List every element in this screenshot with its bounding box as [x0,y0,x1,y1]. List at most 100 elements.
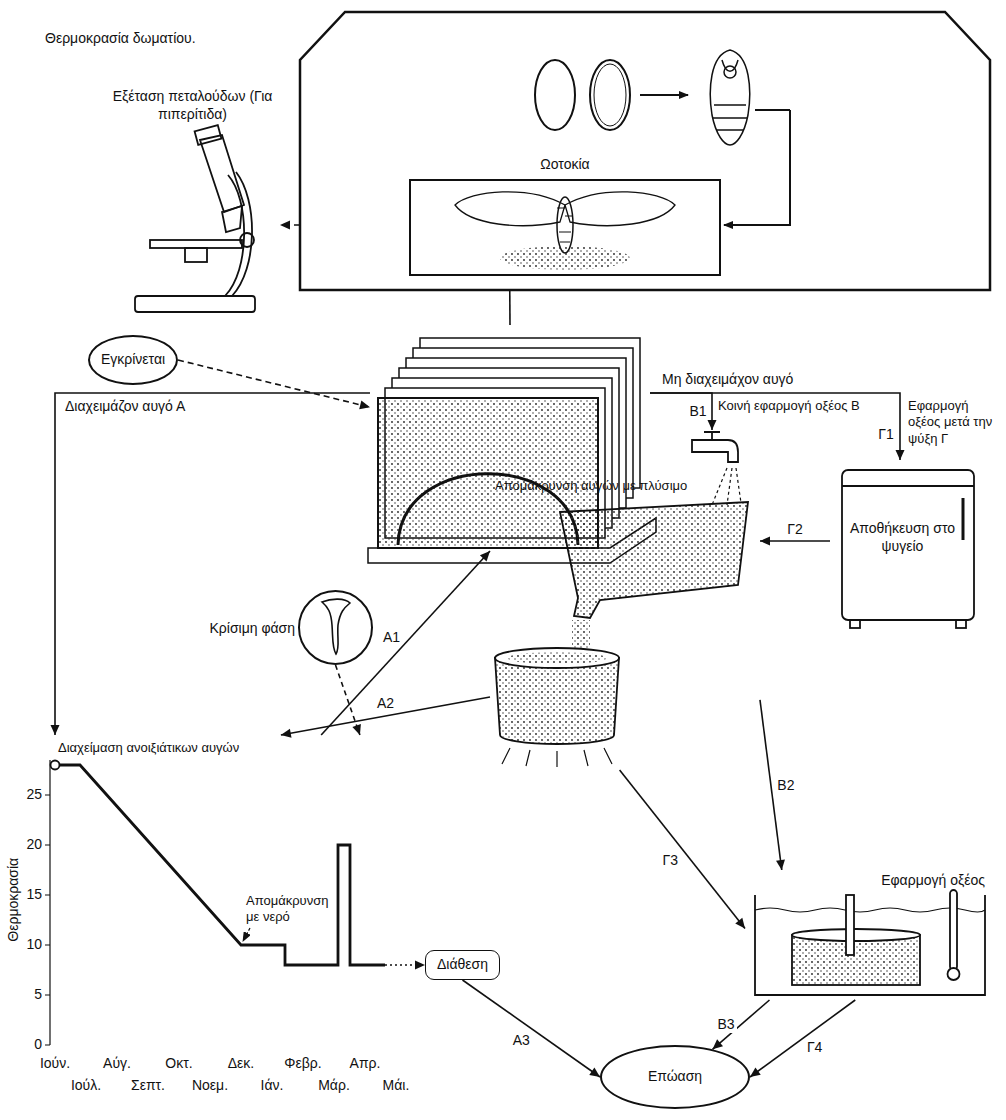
branch-label: Γ3 [661,852,681,869]
flow-connector [178,360,370,409]
node-text: Εγκρίνεται [101,351,165,369]
axis-tick-label: Φεβρ. [284,1055,321,1073]
washing-tray [560,502,748,652]
axis-tick-label: Ιούλ. [71,1077,101,1095]
node-text: Κρίσιμη φάση [195,620,295,638]
temperature-chart [45,760,385,1045]
acid-bath: Εφαρμογή οξέος [745,870,990,1000]
microscope-symbol [135,125,255,312]
axis-tick-label: Μάρ. [318,1077,350,1095]
flow-connector [463,980,601,1077]
embryo-symbol [322,599,350,654]
node-text: Απομάκρυνση αυγών με πλύσιμο [495,478,715,494]
flow-connector [713,1000,770,1049]
node-text: Εφαρμογή οξέος μετά την ψύξη Γ [908,398,998,447]
arrow-head [735,918,745,929]
note-label: Απομάκρυνση με νερό [246,893,338,926]
arrow-head [51,725,60,735]
flow-connector [509,290,510,325]
temperature-chart: Διαχείμαση ανοιξιάτικων αυγών [5,735,385,1110]
note-label: Θερμοκρασία δωματίου. [45,30,196,48]
axis-tick-label: Μάι. [383,1077,410,1095]
branch-label: Β1 [687,403,708,420]
branch-label: Α2 [375,695,396,712]
faucet-symbol [692,432,741,505]
node-text: Αποθήκευση στο ψυγείο [845,520,960,555]
axis-tick-label: 25 [26,786,42,804]
arrow-head [713,1039,724,1049]
axis-tick-label: Ιούν. [40,1055,70,1073]
arrow-head [776,860,785,870]
flow-connector [336,665,361,735]
axis-tick-label: 5 [34,986,42,1004]
flow-connector [321,551,490,735]
sieve-basin [495,648,619,767]
node-text: Μη διαχειμάχον αυγό [662,371,862,389]
flow-connector [650,393,717,430]
moth-box [410,180,720,275]
incubation-ellipse: Επώαση [600,1045,750,1109]
flow-connector [650,393,904,460]
arrow-head [760,537,770,546]
node-text: Εφαρμογή οξέος [855,872,985,890]
branch-label: Γ1 [876,426,896,443]
axis-tick-label: Αύγ. [103,1055,131,1073]
arrow-head [895,450,904,460]
node-text: Επώαση [648,1068,702,1086]
house-outline [300,12,990,290]
arrow-head [589,1068,600,1077]
arrow-head [415,960,425,969]
arrow-head [750,1067,761,1077]
arrow-head [359,400,370,409]
axis-tick-label: Σεπτ. [131,1077,165,1095]
branch-label: Γ4 [805,1039,825,1056]
branch-label: Α1 [381,629,402,646]
flow-connector [280,220,300,229]
arrow-head [281,729,292,738]
node-text: Κοινή εφαρμογή οξέος Β [718,398,898,414]
node-text: Διαχείμαση ανοιξιάτικων αυγών [58,740,273,756]
node-text: Διαχειμάζον αυγό Α [65,398,285,416]
axis-tick-label: 10 [26,936,42,954]
arrow-head [280,220,290,229]
refrigerator [842,470,974,628]
arrow-head [352,724,360,735]
arrow-head [708,420,717,430]
washing-tray: Απομάκρυνση αυγών με πλύσιμο [490,478,760,770]
axis-tick-label: Νοεμ. [192,1077,228,1095]
faucet: Κοινή εφαρμογή οξέος Β [690,430,740,470]
axis-title: Θερμοκρασία [5,858,23,942]
axis-tick-label: 20 [26,836,42,854]
egg-card-stack: Διαχειμάζον αυγό ΑΜη διαχειμάχον αυγό [370,325,650,560]
flow-connector [620,770,745,929]
axis-tick-label: Δεκ. [228,1055,254,1073]
branch-label: Β2 [775,777,796,794]
flow-connector [750,1000,855,1077]
flow-connector [385,960,425,969]
branch-label: Γ2 [785,521,805,538]
pupa-symbol [710,50,790,225]
branch-label: Β3 [715,1016,736,1033]
axis-tick-label: 0 [34,1036,42,1054]
node-text: Ωοτοκία [505,156,625,174]
dispatch-box: Διάθεση [425,950,500,980]
critical-phase-circle: Κρίσιμη φάση [298,590,373,665]
egg-symbol [535,60,688,130]
axis-tick-label: Απρ. [350,1055,381,1073]
branch-label: Α3 [511,1032,532,1049]
axis-tick-label: Ιάν. [261,1077,284,1095]
acid-bath [755,890,985,995]
node-text: Διάθεση [437,956,488,974]
microscope-group: Εξέταση πεταλούδων (Για πιπερίτιδα) [105,88,280,320]
flow-connector [51,393,370,735]
refrigerator: Εφαρμογή οξέος μετά την ψύξη ΓΑποθήκευση… [830,460,985,640]
flow-connector [760,537,830,546]
approval-ring: Εγκρίνεται [88,335,178,385]
arrow-head [480,551,490,561]
axis-tick-label: 15 [26,886,42,904]
node-text: Εξέταση πεταλούδων (Για πιπερίτιδα) [105,88,280,123]
house: Ωοτοκία [300,10,990,290]
